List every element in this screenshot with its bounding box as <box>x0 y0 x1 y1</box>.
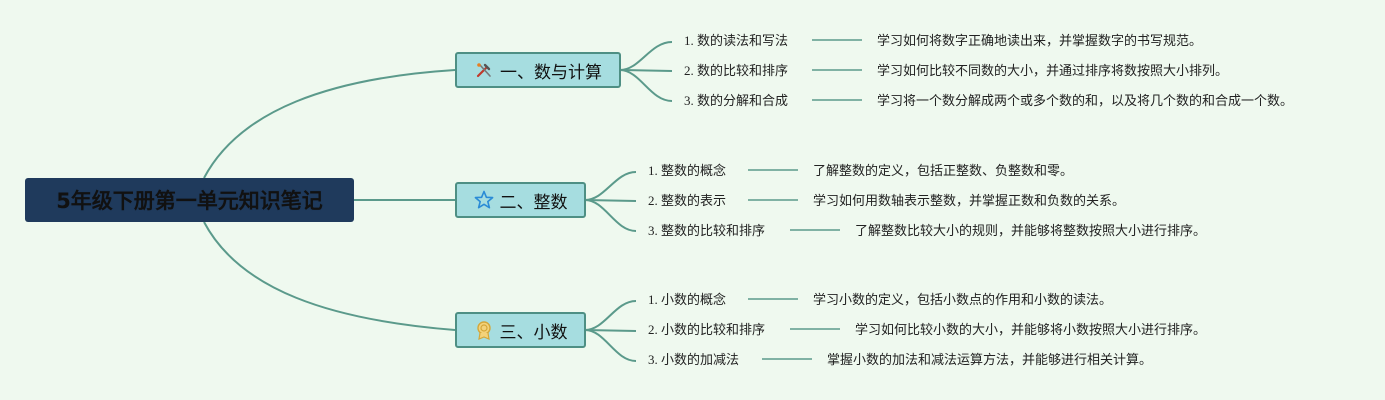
branch-title: 一、数与计算 <box>500 62 602 83</box>
topic-description: 了解整数的定义，包括正整数、负整数和零。 <box>813 163 1074 178</box>
star-icon <box>474 190 494 210</box>
topic-item[interactable]: 1. 数的读法和写法 <box>684 33 789 48</box>
tools-icon <box>474 60 494 80</box>
topic-description: 学习如何比较不同数的大小，并通过排序将数按照大小排列。 <box>877 63 1229 78</box>
topic-description: 了解整数比较大小的规则，并能够将整数按照大小进行排序。 <box>855 223 1207 238</box>
medal-icon <box>474 320 494 340</box>
branch-title: 二、整数 <box>499 192 568 213</box>
topic-description: 学习如何用数轴表示整数，并掌握正数和负数的关系。 <box>813 193 1126 208</box>
topic-description: 学习将一个数分解成两个或多个数的和，以及将几个数的和合成一个数。 <box>877 93 1294 108</box>
root-node[interactable]: 5年级下册第一单元知识笔记 <box>25 178 354 222</box>
topic-description: 学习小数的定义，包括小数点的作用和小数的读法。 <box>813 292 1113 307</box>
topic-item[interactable]: 3. 小数的加减法 <box>648 352 740 367</box>
topic-item[interactable]: 1. 小数的概念 <box>648 292 727 307</box>
branch-node-integers[interactable]: 二、整数 <box>455 182 586 218</box>
topic-item[interactable]: 3. 整数的比较和排序 <box>648 223 766 238</box>
branch-node-decimals[interactable]: 三、小数 <box>455 312 586 348</box>
branch-node-number-calculation[interactable]: 一、数与计算 <box>455 52 621 88</box>
root-title: 5年级下册第一单元知识笔记 <box>56 189 323 213</box>
topic-description: 学习如何将数字正确地读出来，并掌握数字的书写规范。 <box>877 33 1203 48</box>
branch-title: 三、小数 <box>499 322 568 343</box>
topic-description: 掌握小数的加法和减法运算方法，并能够进行相关计算。 <box>827 352 1153 367</box>
topic-item[interactable]: 2. 数的比较和排序 <box>684 63 789 78</box>
topic-item[interactable]: 1. 整数的概念 <box>648 163 727 178</box>
topic-item[interactable]: 2. 小数的比较和排序 <box>648 322 766 337</box>
topic-description: 学习如何比较小数的大小，并能够将小数按照大小进行排序。 <box>855 322 1207 337</box>
topic-item[interactable]: 3. 数的分解和合成 <box>684 93 789 108</box>
topic-item[interactable]: 2. 整数的表示 <box>648 193 727 208</box>
